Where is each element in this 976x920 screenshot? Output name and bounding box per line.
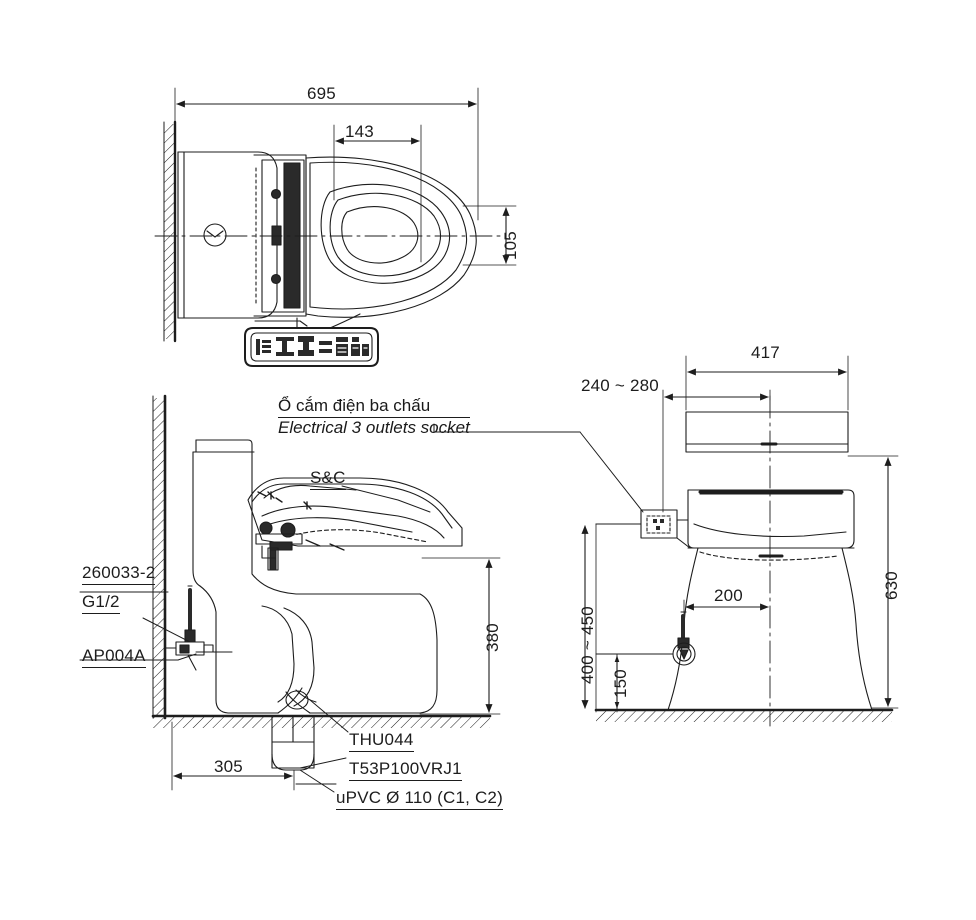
socket-note-en: Electrical 3 outlets socket	[278, 418, 470, 437]
label-part-t53p100vrj1: T53P100VRJ1	[349, 759, 462, 782]
dim-seat-opening-width: 143	[345, 122, 374, 141]
dim-overall-width: 417	[751, 343, 780, 362]
front-view-geometry	[579, 355, 899, 727]
dim-centre-offset: 105	[501, 231, 520, 260]
dim-socket-offset: 240 ~ 280	[581, 376, 659, 395]
label-pipe-upvc: uPVC Ø 110 (C1, C2)	[336, 788, 503, 811]
dim-socket-height: 400 ~ 450	[578, 606, 597, 684]
dim-supply-height: 150	[611, 669, 630, 698]
top-view-geometry	[154, 87, 517, 367]
label-part-ap004a: AP004A	[82, 646, 146, 669]
dim-total-height: 630	[882, 571, 901, 600]
label-seat-cover: S&C	[310, 468, 346, 491]
dim-rough-in: 305	[214, 757, 243, 776]
dim-bowl-height: 380	[483, 623, 502, 652]
label-thread-g12: G1/2	[82, 592, 120, 615]
label-part-260033-2: 260033-2	[82, 563, 156, 586]
socket-note-vi: Ổ cắm điện ba chấu	[278, 396, 470, 418]
dim-supply-offset: 200	[714, 586, 743, 605]
side-view-geometry	[79, 394, 581, 793]
dim-overall-depth: 695	[307, 84, 336, 103]
label-part-thu044: THU044	[349, 730, 414, 753]
socket-note: Ổ cắm điện ba chấu Electrical 3 outlets …	[278, 396, 470, 438]
